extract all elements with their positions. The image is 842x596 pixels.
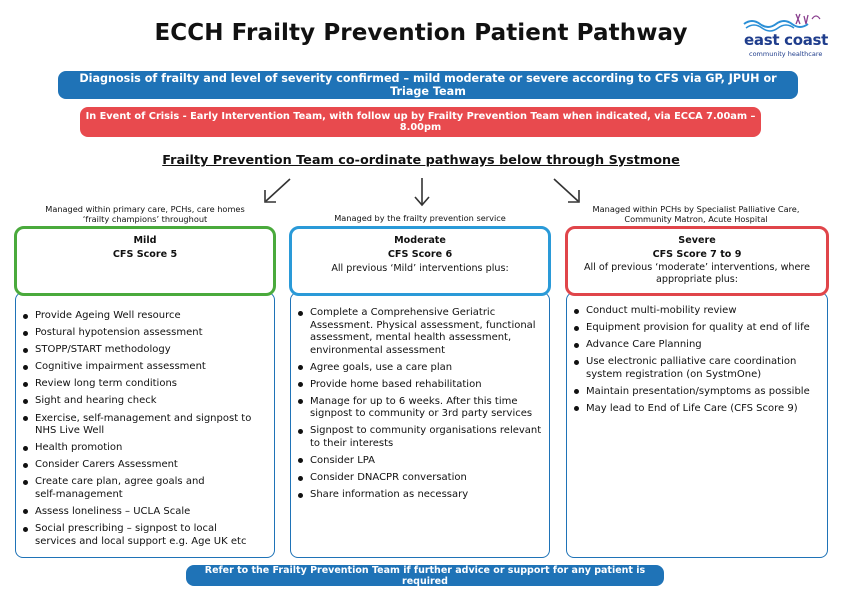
moderate-managed-note-line-1: Managed by the frailty prevention servic… (334, 213, 506, 223)
list-item: Health promotion (16, 442, 274, 455)
mild-managed-note-line-1: Managed within primary care, PCHs, care … (45, 204, 245, 214)
mild-interventions-box: Provide Ageing Well resource Postural hy… (15, 292, 275, 558)
list-item: Equipment provision for quality at end o… (567, 322, 827, 335)
crisis-banner: In Event of Crisis - Early Intervention … (80, 107, 761, 137)
list-item: Assess loneliness – UCLA Scale (16, 506, 274, 519)
list-item: Advance Care Planning (567, 339, 827, 352)
logo-tagline: community healthcare (749, 50, 823, 58)
mild-cfs-score: CFS Score 5 (112, 249, 178, 260)
severe-managed-note: Managed within PCHs by Specialist Pallia… (564, 204, 828, 224)
list-item: Use electronic palliative care coordinat… (567, 356, 827, 381)
list-item: Maintain presentation/symptoms as possib… (567, 386, 827, 399)
list-item: Consider LPA (291, 455, 549, 468)
list-item: Conduct multi-mobility review (567, 305, 827, 318)
cga-item-text: Complete a Comprehensive Geriatric Asses… (310, 307, 536, 356)
list-item: Signpost to community organisations rele… (291, 425, 549, 450)
list-item: Cognitive impairment assessment (16, 361, 274, 374)
list-item: Provide Ageing Well resource (16, 310, 274, 323)
moderate-level-label: Moderate (394, 235, 446, 246)
moderate-header-box: Moderate CFS Score 6 All previous ‘Mild’… (289, 226, 551, 296)
list-item: Sight and hearing check (16, 395, 274, 408)
moderate-interventions-box: Complete a Comprehensive Geriatric Asses… (290, 292, 550, 558)
list-item: Review long term conditions (16, 378, 274, 391)
severe-interventions-box: Conduct multi-mobility review Equipment … (566, 292, 828, 558)
severe-subtitle: All of previous ‘moderate’ interventions… (583, 262, 811, 285)
list-item: Exercise, self-management and signpost t… (16, 413, 274, 438)
footer-banner: Refer to the Frailty Prevention Team if … (186, 565, 664, 587)
arrow-to-moderate-icon (414, 178, 430, 207)
arrow-to-mild-icon (264, 178, 291, 203)
list-item: Postural hypotension assessment (16, 327, 274, 340)
list-item: May lead to End of Life Care (CFS Score … (567, 403, 827, 416)
severe-interventions-list: Conduct multi-mobility review Equipment … (567, 305, 827, 415)
mild-interventions-list: Provide Ageing Well resource Postural hy… (16, 310, 274, 548)
mild-managed-note: Managed within primary care, PCHs, care … (16, 204, 274, 224)
list-item: Create care plan, agree goals and self-m… (16, 476, 274, 501)
arrow-to-severe-icon (553, 178, 580, 203)
severe-header-box: Severe CFS Score 7 to 9 All of previous … (565, 226, 829, 296)
severe-cfs-score: CFS Score 7 to 9 (652, 249, 742, 260)
mild-level-label: Mild (133, 235, 157, 246)
east-coast-logo (743, 13, 821, 32)
list-item: Complete a Comprehensive Geriatric Asses… (291, 307, 549, 357)
diagnosis-banner: Diagnosis of frailty and level of severi… (58, 71, 798, 99)
mild-header-box: Mild CFS Score 5 (14, 226, 276, 296)
list-item: STOPP/START methodology (16, 344, 274, 357)
severe-managed-note-line-1: Managed within PCHs by Specialist Pallia… (592, 204, 800, 214)
coordination-heading: Frailty Prevention Team co-ordinate path… (162, 153, 680, 168)
moderate-subtitle: All previous ‘Mild’ interventions plus: (331, 263, 509, 274)
list-item: Consider Carers Assessment (16, 459, 274, 472)
list-item: Agree goals, use a care plan (291, 362, 549, 375)
moderate-managed-note: Managed by the frailty prevention servic… (290, 213, 550, 223)
page-title: ECCH Frailty Prevention Patient Pathway (154, 20, 688, 46)
list-item: Consider DNACPR conversation (291, 472, 549, 485)
severe-managed-note-line-2: Community Matron, Acute Hospital (624, 214, 768, 224)
mild-managed-note-line-2: ‘frailty champions’ throughout (82, 214, 208, 224)
severe-level-label: Severe (678, 235, 716, 246)
list-item: Provide home based rehabilitation (291, 379, 549, 392)
moderate-cfs-score: CFS Score 6 (387, 249, 453, 260)
list-item: Social prescribing – signpost to local s… (16, 523, 274, 548)
list-item: Share information as necessary (291, 489, 549, 502)
logo-wordmark: east coast (744, 31, 829, 49)
list-item: Manage for up to 6 weeks. After this tim… (291, 396, 549, 421)
moderate-interventions-list: Complete a Comprehensive Geriatric Asses… (291, 307, 549, 502)
